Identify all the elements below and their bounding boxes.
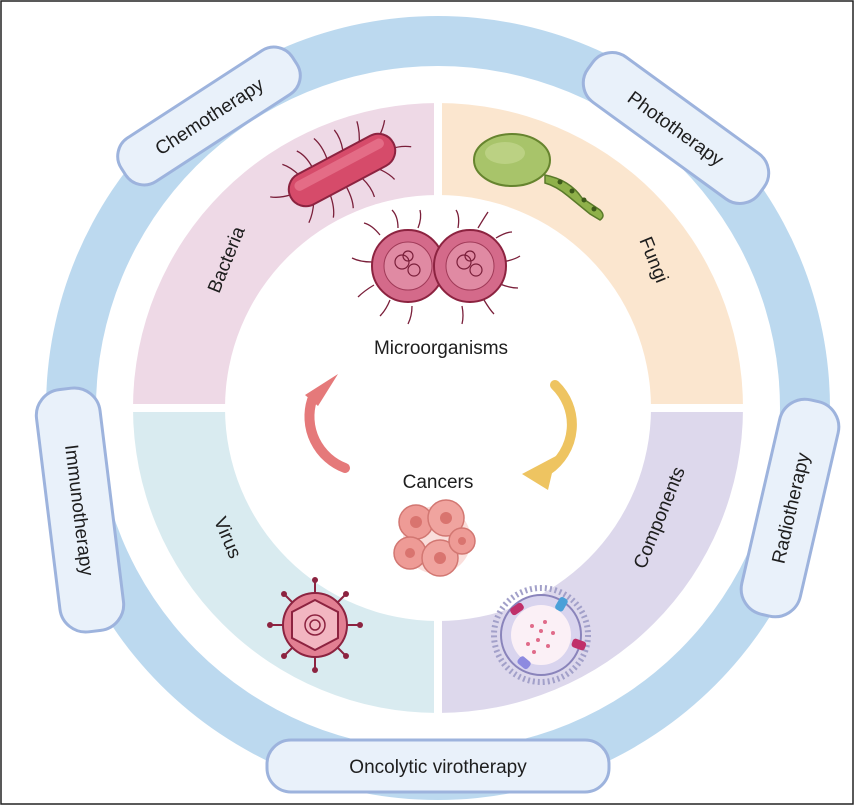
vesicle-components-icon [491,585,591,685]
cycle-arrowhead-red [305,374,338,406]
bacteria-rod-icon [270,120,412,223]
cycle-arrowhead-yellow [522,456,556,490]
label-oncolytic: Oncolytic virotherapy [349,757,527,778]
cycle-arrow-red [304,395,350,473]
badge-immunotherapy: Immunotherapy [34,386,126,634]
badge-oncolytic: Oncolytic virotherapy [265,738,611,794]
center-disc [225,195,651,621]
label-cancers: Cancers [403,472,474,493]
cancer-cells-icon [393,499,476,577]
fungi-spore-icon [473,133,604,221]
badge-radiotherapy: Radiotherapy [739,397,841,619]
dividing-cell-icon [351,209,521,325]
cycle-arrow-yellow [543,380,577,475]
label-microorganisms: Microorganisms [374,338,508,359]
virus-icon [267,577,363,673]
